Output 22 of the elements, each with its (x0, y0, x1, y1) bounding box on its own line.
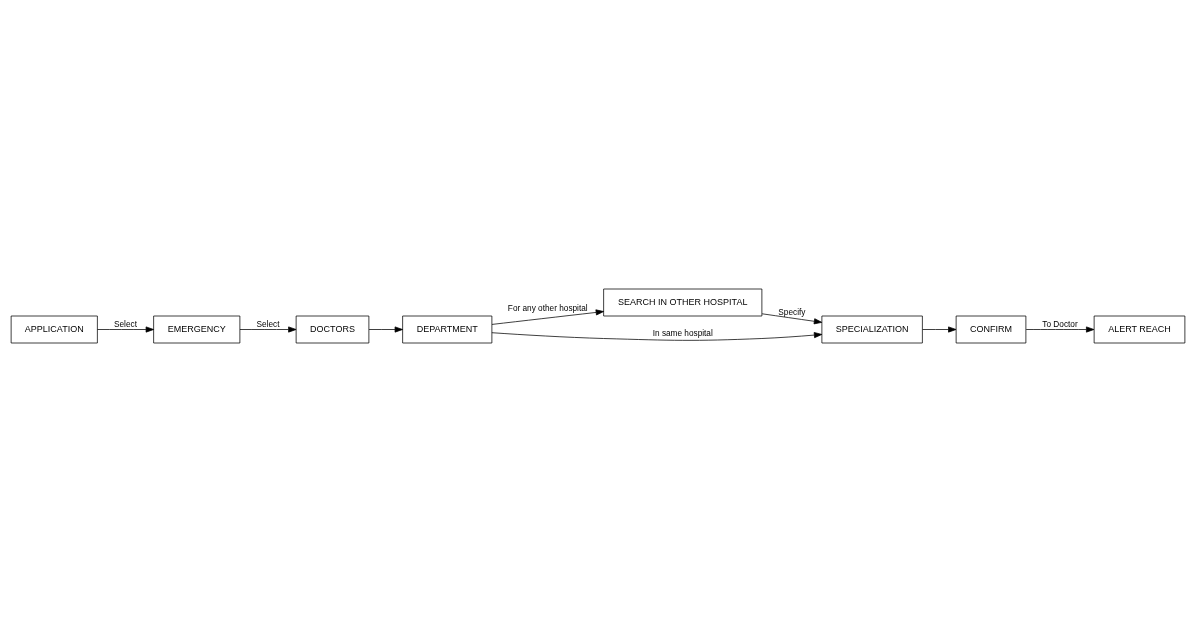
edge-label: Select (256, 320, 280, 330)
arrow (97, 326, 154, 333)
node-box: SPECIALIZATION (821, 315, 923, 344)
edge-label: Select (114, 320, 137, 330)
edge-label: To Doctor (1042, 320, 1078, 330)
node-box: DEPARTMENT (402, 315, 493, 344)
arrow (239, 326, 297, 333)
arrow (491, 332, 823, 341)
arrow (922, 326, 957, 333)
node-box: APPLICATION (10, 315, 98, 344)
node-box: ALERT REACH (1093, 315, 1186, 344)
arrow (761, 313, 823, 325)
edge-label: For any other hospital (507, 304, 588, 314)
arrow (1025, 326, 1095, 333)
arrow (368, 326, 403, 333)
edge-label: In same hospital (652, 329, 713, 339)
node-box: SEARCH IN OTHER HOSPITAL (603, 288, 763, 317)
node-box: DOCTORS (295, 315, 370, 344)
node-box: EMERGENCY (153, 315, 241, 344)
arrow (491, 309, 604, 325)
node-box: CONFIRM (955, 315, 1027, 344)
edge-label: Specify (778, 308, 806, 318)
